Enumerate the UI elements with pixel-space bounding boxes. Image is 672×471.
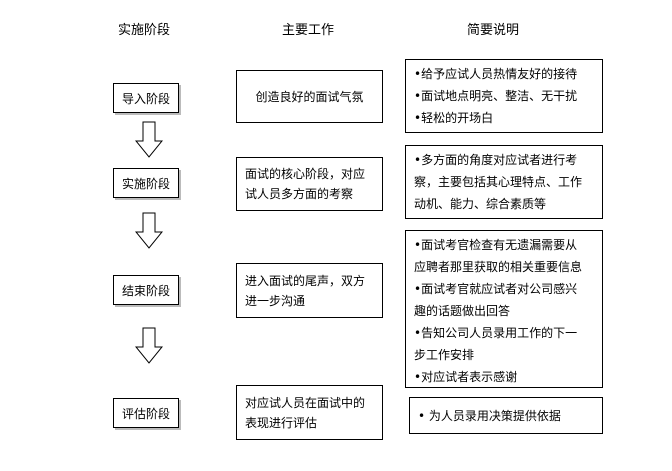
note-line: •面试考官就应试者对公司感兴 (414, 282, 578, 296)
note-line: •对应试者表示感谢 (414, 370, 518, 384)
work-box-evaluation: 对应试人员在面试中的 表现进行评估 (236, 385, 383, 440)
stage-box-closing: 结束阶段 (113, 275, 179, 305)
work-box-implement: 面试的核心阶段，对应 试人员多方面的考察 (236, 157, 383, 211)
note-line: 步工作安排 (414, 348, 475, 362)
work-text: 进一步沟通 (245, 293, 306, 308)
stage-label: 评估阶段 (121, 406, 170, 421)
note-line: •多方面的角度对应试者进行考 (414, 153, 578, 167)
down-arrow-icon (135, 327, 163, 364)
work-text: 对应试人员在面试中的 (245, 395, 366, 410)
stage-column-header: 实施阶段 (117, 23, 170, 38)
down-arrow-icon (135, 121, 163, 158)
stage-label: 导入阶段 (121, 91, 170, 106)
work-text: 进入面试的尾声，双方 (245, 273, 366, 288)
down-arrow-icon (135, 212, 163, 249)
note-box-closing: •面试考官检查有无遗漏需要从 应聘者那里获取的相关重要信息 •面试考官就应试者对… (405, 230, 603, 388)
note-column-header: 简要说明 (466, 23, 519, 38)
work-text: 面试的核心阶段，对应 (245, 167, 366, 181)
stage-box-implement: 实施阶段 (113, 168, 179, 198)
note-box-evaluation: • 为人员录用决策提供依据 (409, 397, 603, 434)
stage-box-intro: 导入阶段 (113, 83, 179, 113)
note-line: •给予应试人员热情友好的接待 (414, 67, 578, 81)
work-box-intro: 创造良好的面试气氛 (236, 70, 383, 123)
note-line: 应聘者那里获取的相关重要信息 (414, 260, 583, 274)
stage-label: 实施阶段 (121, 176, 170, 191)
work-text: 试人员多方面的考察 (245, 187, 354, 201)
stage-label: 结束阶段 (121, 283, 170, 298)
note-box-intro: •给予应试人员热情友好的接待 •面试地点明亮、整洁、无干扰 •轻松的开场白 (405, 59, 603, 133)
note-box-implement: •多方面的角度对应试者进行考 察，主要包括其心理特点、工作 动机、能力、综合素质… (405, 145, 603, 219)
work-box-closing: 进入面试的尾声，双方 进一步沟通 (236, 263, 383, 318)
note-line: • 为人员录用决策提供依据 (418, 409, 561, 423)
note-line: •面试地点明亮、整洁、无干扰 (414, 89, 578, 103)
note-line: 动机、能力、综合素质等 (414, 197, 547, 211)
note-line: •轻松的开场白 (414, 111, 494, 125)
note-line: •告知公司人员录用工作的下一 (414, 326, 578, 340)
work-text: 创造良好的面试气氛 (255, 89, 364, 104)
note-line: 趣的话题做出回答 (414, 304, 511, 318)
stage-box-evaluation: 评估阶段 (113, 398, 179, 428)
work-column-header: 主要工作 (281, 23, 334, 38)
work-text: 表现进行评估 (245, 415, 318, 430)
note-line: •面试考官检查有无遗漏需要从 (414, 238, 578, 252)
note-line: 察，主要包括其心理特点、工作 (414, 175, 583, 189)
